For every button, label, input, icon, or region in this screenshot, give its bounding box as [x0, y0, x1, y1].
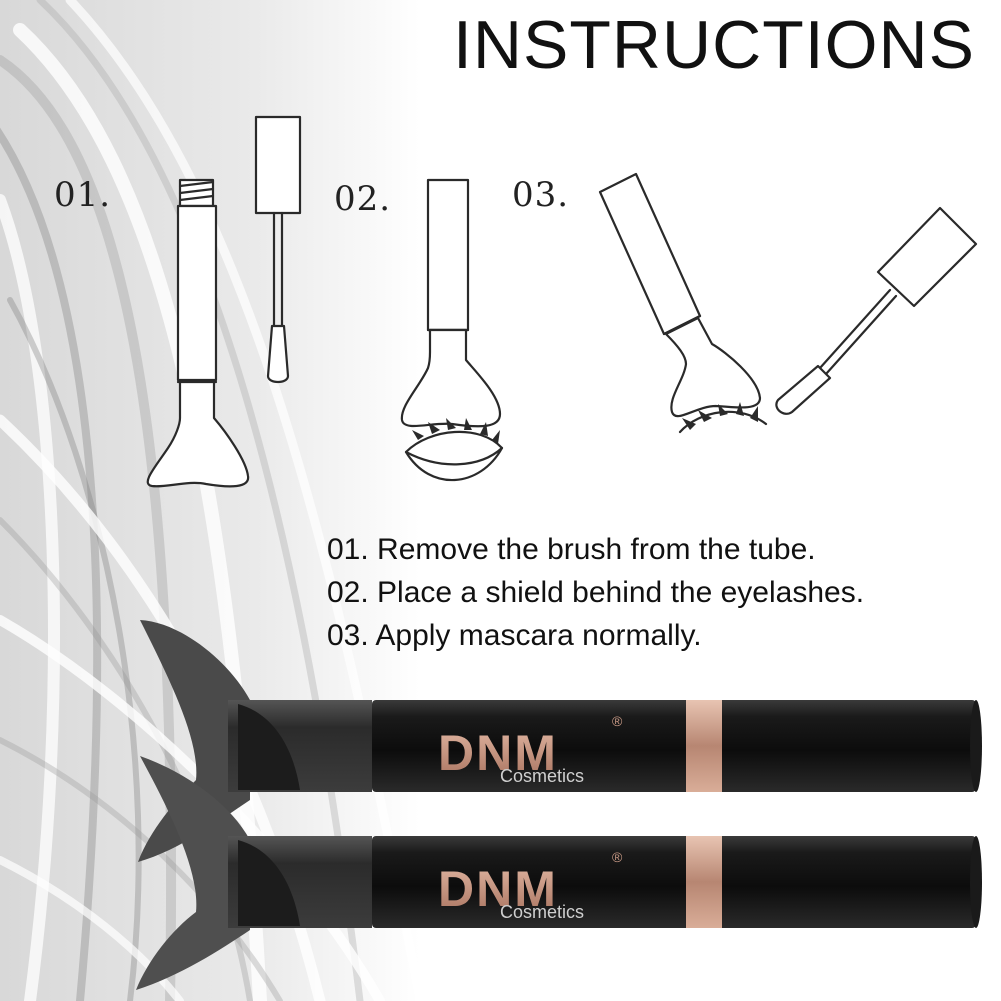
brand-subtitle-1: Cosmetics	[500, 766, 584, 786]
mascara-wand-illustration	[254, 115, 302, 384]
instruction-step-1: 01. Remove the brush from the tube.	[327, 533, 816, 566]
instruction-step-3: 03. Apply mascara normally.	[327, 619, 702, 652]
brand-logo-2: DNM	[438, 861, 558, 917]
instruction-step-2: 02. Place a shield behind the eyelashes.	[327, 576, 865, 609]
registered-mark-1: ®	[612, 713, 623, 729]
step-number-2: 02.	[334, 179, 391, 219]
page-title: INSTRUCTIONS	[453, 7, 975, 83]
instruction-list: 01. Remove the brush from the tube. 02. …	[327, 528, 864, 657]
brand-logo-1: DNM	[438, 725, 558, 781]
brand-subtitle-2: Cosmetics	[500, 902, 584, 922]
step-number-1: 01.	[54, 175, 111, 215]
mascara-product-1: DNM ® Cosmetics	[138, 620, 982, 862]
step-number-3: 03.	[512, 175, 569, 215]
closed-eye-illustration	[404, 418, 504, 482]
lash-shield-1	[138, 620, 250, 862]
registered-mark-2: ®	[612, 849, 623, 865]
mascara-tube-illustration	[146, 178, 250, 488]
lash-shield-illustration-step3	[598, 172, 768, 434]
mascara-wand-illustration-step3	[775, 206, 978, 415]
lash-shield-illustration	[400, 178, 502, 428]
lash-shield-2	[136, 756, 250, 990]
mascara-product-2: DNM ® Cosmetics	[136, 756, 982, 990]
